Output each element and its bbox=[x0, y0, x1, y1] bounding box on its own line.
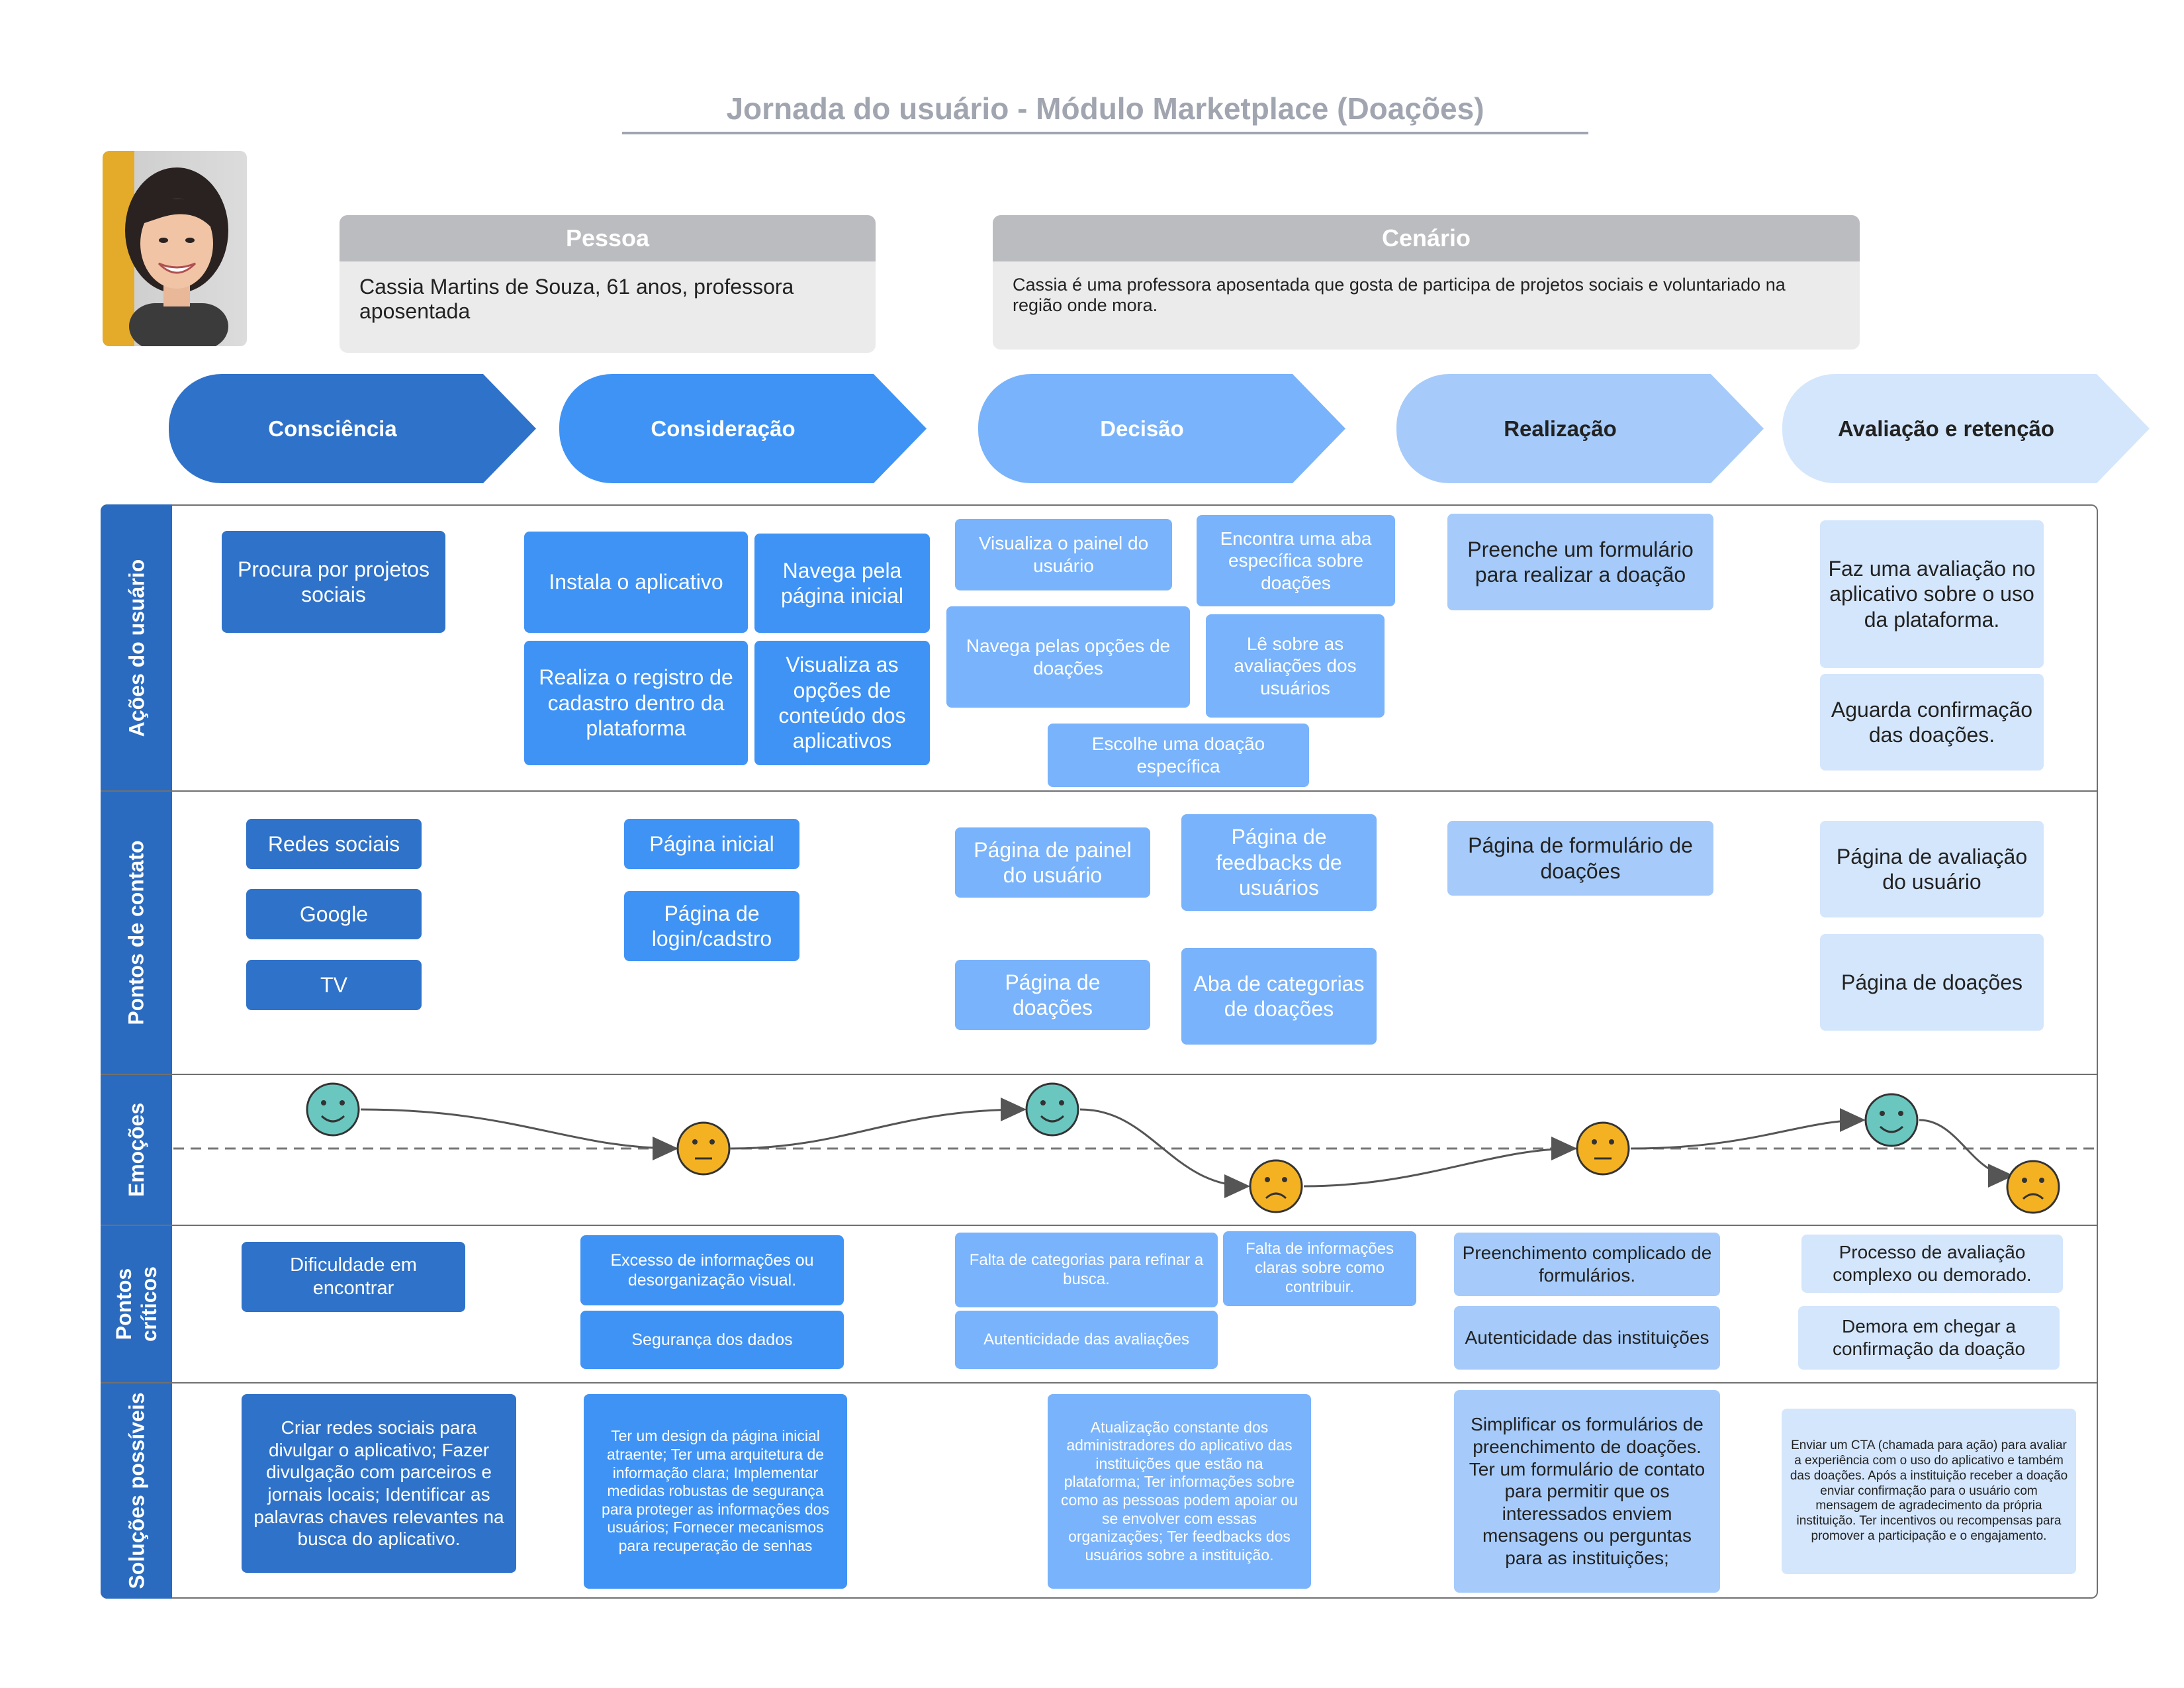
scenario-header: Cenário bbox=[993, 215, 1860, 261]
stage-consciencia: Consciência bbox=[169, 374, 536, 483]
action-card: Encontra uma aba específica sobre doaçõe… bbox=[1197, 515, 1395, 606]
stage-realizacao: Realização bbox=[1396, 374, 1764, 483]
happy-face-icon bbox=[1025, 1082, 1079, 1137]
persona-avatar-icon bbox=[125, 167, 228, 346]
pain-point-card: Autenticidade das instituições bbox=[1454, 1306, 1720, 1370]
touchpoint-card: Página inicial bbox=[624, 819, 799, 869]
stage-label: Realização bbox=[1504, 416, 1617, 441]
touchpoint-card: Aba de categorias de doações bbox=[1181, 948, 1377, 1045]
pain-point-card: Demora em chegar a confirmação da doação bbox=[1798, 1306, 2060, 1370]
row-divider bbox=[101, 790, 2098, 792]
stage-avaliacao: Avaliação e retenção bbox=[1782, 374, 2150, 483]
persona-header: Pessoa bbox=[340, 215, 876, 261]
pain-point-card: Falta de categorias para refinar a busca… bbox=[955, 1233, 1218, 1307]
action-card: Aguarda confirmação das doações. bbox=[1820, 674, 2044, 771]
pain-point-card: Excesso de informações ou desorganização… bbox=[580, 1235, 844, 1305]
emotion-link bbox=[1630, 1108, 1866, 1150]
persona-text: Cassia Martins de Souza, 61 anos, profes… bbox=[340, 261, 876, 353]
happy-face-icon bbox=[1864, 1093, 1919, 1147]
scenario-text: Cassia é uma professora aposentada que g… bbox=[993, 261, 1860, 350]
row-divider bbox=[101, 1382, 2098, 1383]
action-card: Faz uma avaliação no aplicativo sobre o … bbox=[1820, 520, 2044, 668]
action-card: Procura por projetos sociais bbox=[222, 531, 445, 633]
touchpoint-card: Página de painel do usuário bbox=[955, 827, 1150, 898]
emotion-link bbox=[731, 1098, 1026, 1150]
action-card: Navega pelas opções de doações bbox=[946, 606, 1190, 708]
sad-face-icon bbox=[2006, 1160, 2060, 1214]
happy-face-icon bbox=[306, 1082, 360, 1137]
neutral-face-icon bbox=[676, 1121, 731, 1176]
row-divider bbox=[101, 1074, 2098, 1075]
row-label-emocoes: Emoções bbox=[101, 1074, 172, 1225]
emotion-link bbox=[1919, 1119, 2014, 1188]
touchpoint-card: Google bbox=[246, 889, 422, 939]
touchpoint-card: Página de login/cadstro bbox=[624, 891, 799, 961]
row-label-acoes: Ações do usuário bbox=[101, 504, 172, 791]
emotion-link bbox=[1303, 1137, 1577, 1188]
solution-card: Ter um design da página inicial atraente… bbox=[584, 1394, 847, 1589]
touchpoint-card: Redes sociais bbox=[246, 819, 422, 869]
pain-point-card: Segurança dos dados bbox=[580, 1311, 844, 1369]
stage-label: Consciência bbox=[268, 416, 397, 441]
action-card: Navega pela página inicial bbox=[754, 534, 930, 633]
page-title: Jornada do usuário - Módulo Marketplace … bbox=[622, 85, 1588, 134]
stage-label: Decisão bbox=[1100, 416, 1184, 441]
emotion-link bbox=[360, 1108, 678, 1160]
stage-label: Avaliação e retenção bbox=[1837, 416, 2055, 441]
action-card: Realiza o registro de cadastro dentro da… bbox=[524, 641, 748, 765]
touchpoint-card: Página de doações bbox=[955, 960, 1150, 1030]
action-card: Preenche um formulário para realizar a d… bbox=[1447, 514, 1713, 610]
row-label-pontos-criticos: Pontos críticos bbox=[101, 1225, 172, 1383]
touchpoint-card: Página de doações bbox=[1820, 934, 2044, 1031]
action-card: Lê sobre as avaliações dos usuários bbox=[1206, 614, 1385, 718]
touchpoint-card: TV bbox=[246, 960, 422, 1010]
touchpoint-card: Página de formulário de doações bbox=[1447, 821, 1713, 896]
solution-card: Enviar um CTA (chamada para ação) para a… bbox=[1782, 1409, 2076, 1574]
action-card: Escolhe uma doação específica bbox=[1048, 724, 1309, 787]
solution-card: Criar redes sociais para divulgar o apli… bbox=[242, 1394, 516, 1573]
row-label-pontos-contato: Pontos de contato bbox=[101, 791, 172, 1074]
pain-point-card: Falta de informações claras sobre como c… bbox=[1223, 1231, 1416, 1306]
neutral-face-icon bbox=[1576, 1121, 1630, 1176]
stage-decisao: Decisão bbox=[978, 374, 1345, 483]
sad-face-icon bbox=[1249, 1159, 1303, 1213]
persona-photo bbox=[103, 151, 247, 346]
solution-card: Atualização constante dos administradore… bbox=[1048, 1394, 1311, 1589]
touchpoint-card: Página de avaliação do usuário bbox=[1820, 821, 2044, 917]
pain-point-card: Processo de avaliação complexo ou demora… bbox=[1801, 1235, 2063, 1293]
action-card: Visualiza as opções de conteúdo dos apli… bbox=[754, 641, 930, 765]
row-divider bbox=[101, 1225, 2098, 1226]
action-card: Visualiza o painel do usuário bbox=[955, 519, 1172, 590]
solution-card: Simplificar os formulários de preenchime… bbox=[1454, 1390, 1720, 1593]
row-label-solucoes: Soluções possíveis bbox=[101, 1383, 172, 1599]
stage-label: Consideração bbox=[651, 416, 796, 441]
pain-point-card: Dificuldade em encontrar bbox=[242, 1242, 465, 1312]
pain-point-card: Preenchimento complicado de formulários. bbox=[1454, 1233, 1720, 1296]
pain-point-card: Autenticidade das avaliações bbox=[955, 1311, 1218, 1369]
stage-consideracao: Consideração bbox=[559, 374, 927, 483]
touchpoint-card: Página de feedbacks de usuários bbox=[1181, 814, 1377, 911]
action-card: Instala o aplicativo bbox=[524, 532, 748, 633]
emotion-link bbox=[1079, 1108, 1250, 1198]
